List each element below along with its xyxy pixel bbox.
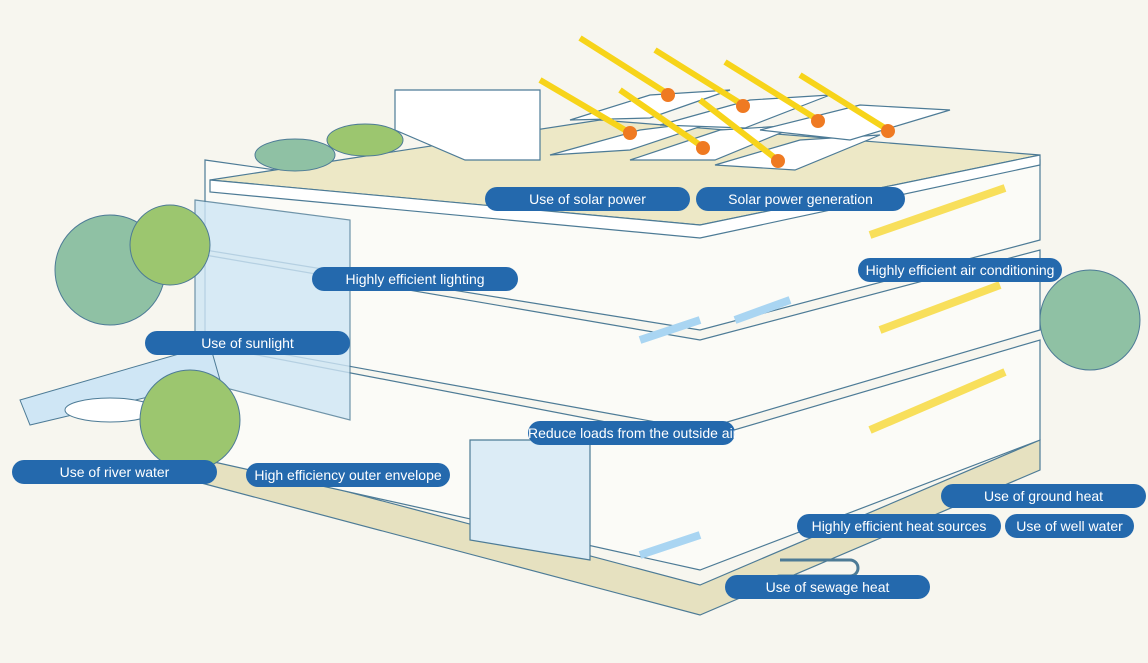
label-outer-envelope: High efficiency outer envelope [246,463,450,487]
sun-arrows [538,35,887,161]
label-river-water: Use of river water [12,460,217,484]
label-outside-air: Reduce loads from the outside air [528,421,737,445]
penthouse [394,89,541,161]
outside-air-arrows [638,296,792,559]
label-solar-power: Use of solar power [485,187,690,211]
label-well-water: Use of well water [1005,514,1134,538]
label-sunlight: Use of sunlight [145,331,350,355]
trees [54,123,1141,471]
label-air-conditioning: Highly efficient air conditioning [858,258,1062,282]
label-sewage-heat: Use of sewage heat [725,575,930,599]
glass-facade [194,199,351,421]
label-solar-generation: Solar power generation [696,187,905,211]
label-lighting: Highly efficient lighting [312,267,518,291]
sun-arrow-heads [623,88,895,168]
entrance [469,439,591,561]
label-ground-heat: Use of ground heat [941,484,1146,508]
air-flow-arrows [868,184,1007,434]
label-heat-sources: Highly efficient heat sources [797,514,1001,538]
